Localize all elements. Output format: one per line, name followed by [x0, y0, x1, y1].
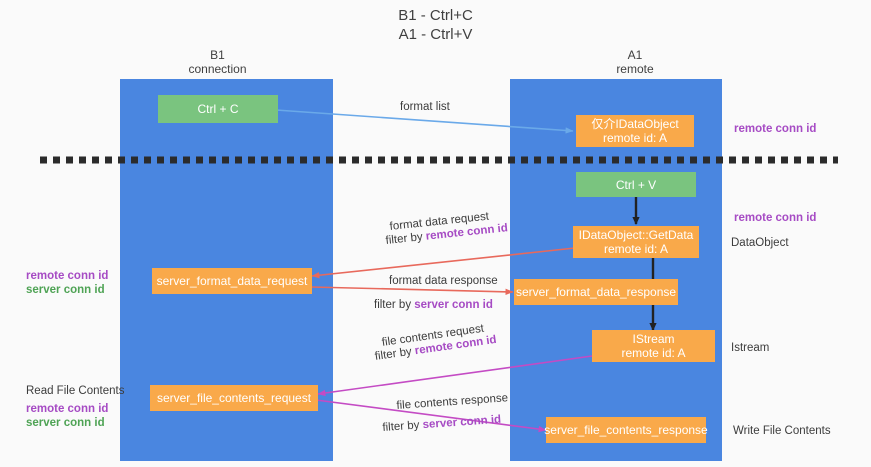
annotation-remote-conn-id-top: remote conn id: [734, 123, 817, 135]
diagram-title: B1 - Ctrl+C A1 - Ctrl+V: [398, 7, 473, 43]
edge-label-format-data-response-filter: filter by server conn id: [374, 298, 493, 312]
box-server-format-data-response[interactable]: server_format_data_response: [514, 279, 678, 305]
annotation-left-remote-conn-id-mid: remote conn id: [26, 270, 109, 282]
box-server-file-contents-response[interactable]: server_file_contents_response: [544, 417, 708, 443]
box-server-format-data-request[interactable]: server_format_data_request: [152, 268, 312, 294]
annotation-remote-conn-id-mid: remote conn id: [734, 212, 817, 224]
filter-prefix: filter by: [382, 419, 424, 434]
filter-key-server-conn-id: server conn id: [422, 413, 502, 432]
edge-label-format-data-response: format data response: [389, 275, 498, 287]
filter-prefix: filter by: [374, 345, 416, 363]
annotation-read-file-contents: Read File Contents: [26, 385, 125, 397]
annotation-dataobject: DataObject: [731, 237, 789, 249]
annotation-left-remote-conn-id-bottom: remote conn id: [26, 403, 109, 415]
column-header-right: A1 remote: [616, 48, 654, 76]
annotation-istream: Istream: [731, 342, 770, 354]
box-ctrl-c[interactable]: Ctrl + C: [158, 95, 278, 123]
column-header-left: B1 connection: [188, 48, 247, 76]
edge-label-file-contents-response: file contents response: [396, 392, 509, 412]
box-idataobject-remote[interactable]: 仅介IDataObject remote id: A: [576, 115, 694, 147]
box-istream[interactable]: IStream remote id: A: [592, 330, 715, 362]
box-idataobject-getdata[interactable]: IDataObject::GetData remote id: A: [573, 226, 699, 258]
edge-label-format-list: format list: [400, 101, 450, 113]
annotation-write-file-contents: Write File Contents: [733, 425, 831, 437]
filter-prefix: filter by: [385, 230, 427, 247]
edge-label-file-contents-response-filter: filter by server conn id: [382, 413, 502, 435]
annotation-left-server-conn-id-bottom: server conn id: [26, 417, 105, 429]
box-server-file-contents-request[interactable]: server_file_contents_request: [150, 385, 318, 411]
filter-key-server-conn-id: server conn id: [414, 299, 493, 311]
filter-prefix: filter by: [374, 299, 415, 311]
annotation-left-server-conn-id-mid: server conn id: [26, 284, 105, 296]
box-ctrl-v[interactable]: Ctrl + V: [576, 172, 696, 197]
